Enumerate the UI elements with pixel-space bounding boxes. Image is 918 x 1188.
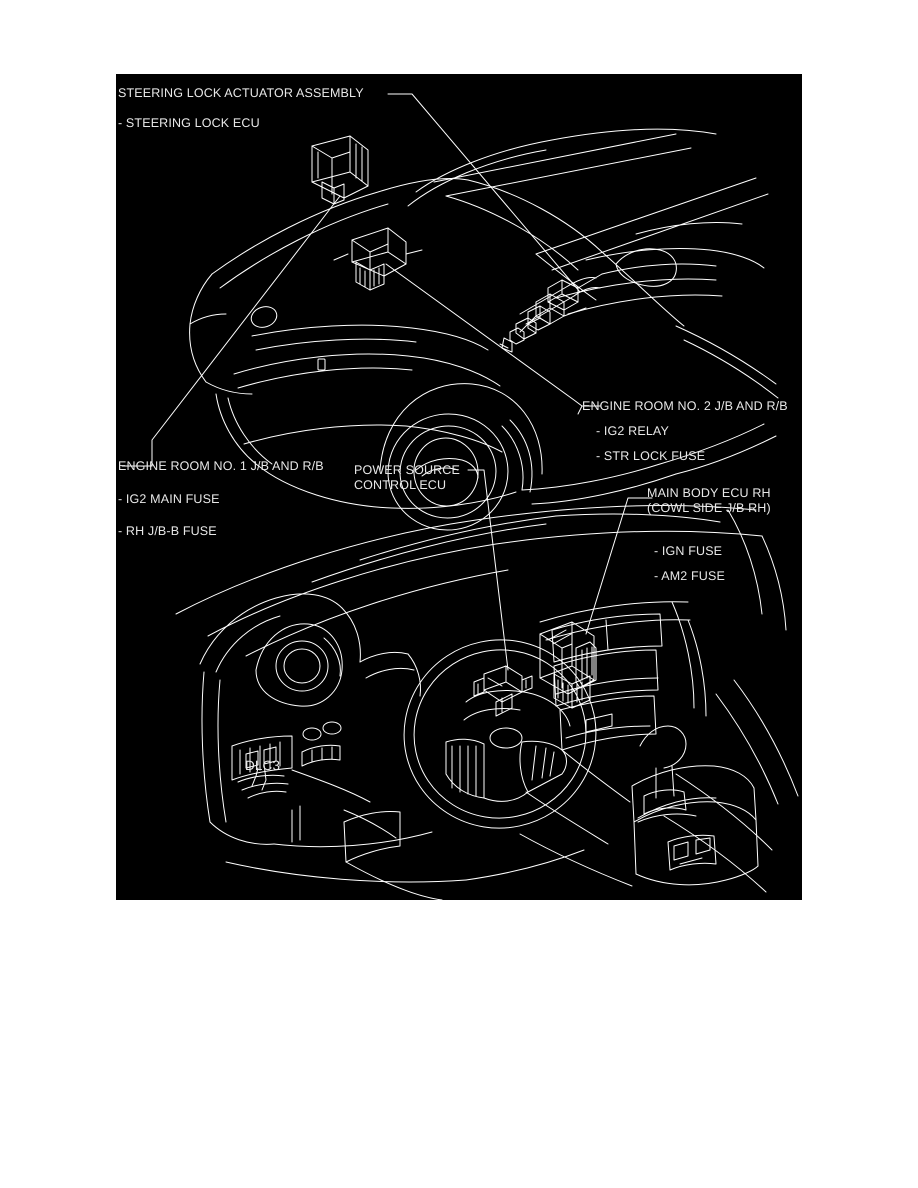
- steering-lock-actuator-detail: [499, 273, 603, 353]
- engine-room-jb1-component: [311, 135, 369, 205]
- callout-power-source-ecu-line1: POWER SOURCE: [354, 463, 460, 477]
- callout-main-body-ecu-line1: MAIN BODY ECU RH: [647, 486, 771, 500]
- power-source-control-ecu-component: [473, 665, 533, 717]
- callout-power-source-ecu-line2: CONTROL ECU: [354, 478, 447, 492]
- callout-main-body-ecu-item-0: - IGN FUSE: [654, 544, 723, 558]
- figure-linework: [121, 93, 799, 900]
- engine-compartment-view: [121, 93, 779, 531]
- leader-lines-lower: [251, 469, 653, 791]
- callout-engine-room-jb2-item-1: - STR LOCK FUSE: [596, 449, 706, 463]
- callout-main-body-ecu-item-1: - AM2 FUSE: [654, 569, 725, 583]
- leader-lines-upper: [121, 93, 601, 467]
- callout-engine-room-jb1-title: ENGINE ROOM NO. 1 J/B AND R/B: [118, 459, 324, 473]
- dlc3-connector: [237, 774, 289, 799]
- figure-panel: STEERING LOCK ACTUATOR ASSEMBLY - STEERI…: [116, 74, 802, 900]
- main-body-ecu-component: [539, 621, 597, 709]
- callout-steering-lock-item-0: - STEERING LOCK ECU: [118, 116, 260, 130]
- callout-main-body-ecu-line2: (COWL SIDE J/B RH): [647, 501, 771, 515]
- callout-dlc3: DLC3: [245, 758, 281, 773]
- callout-steering-lock-title: STEERING LOCK ACTUATOR ASSEMBLY: [118, 86, 364, 100]
- callout-engine-room-jb1-item-1: - RH J/B-B FUSE: [118, 524, 217, 538]
- callout-engine-room-jb2-item-0: - IG2 RELAY: [596, 424, 669, 438]
- engine-room-jb2-component: [333, 227, 423, 291]
- callout-engine-room-jb1-item-0: - IG2 MAIN FUSE: [118, 492, 220, 506]
- callout-engine-room-jb2-title: ENGINE ROOM NO. 2 J/B AND R/B: [582, 399, 788, 413]
- cabin-interior-view: [175, 469, 799, 900]
